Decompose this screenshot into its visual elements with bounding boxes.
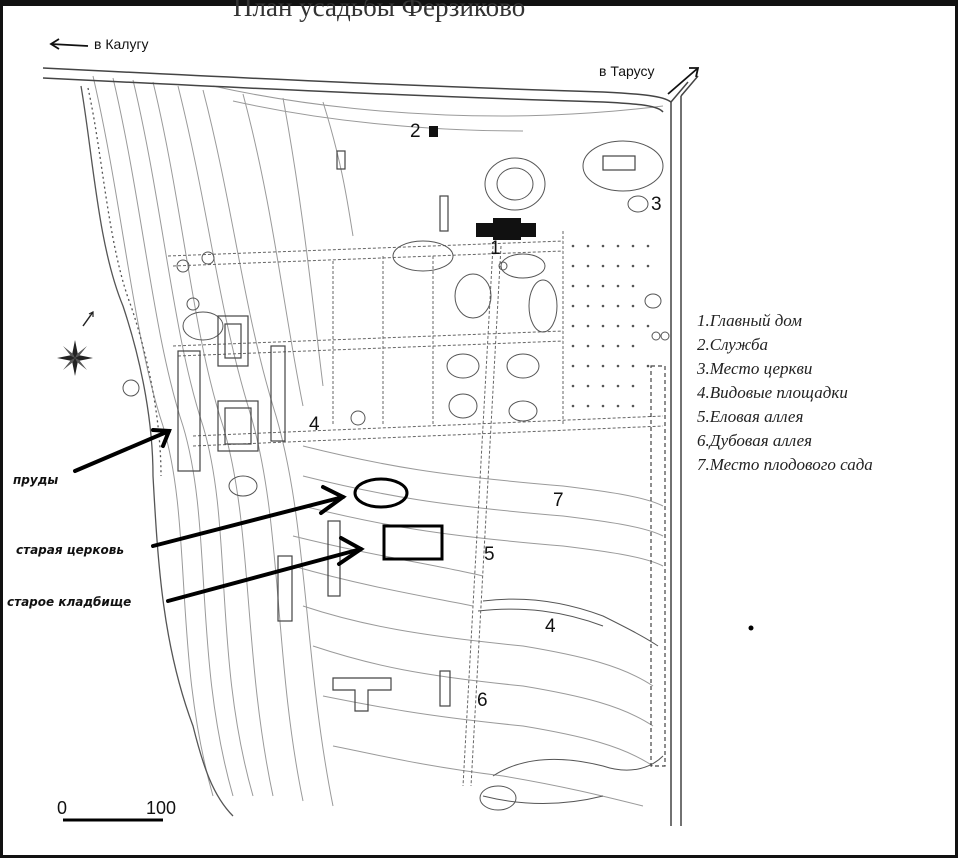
- ponds-parterres: [177, 315, 286, 472]
- annotation-arrows: [73, 428, 365, 603]
- stray-dot: [748, 625, 754, 631]
- legend: 1.Главный дом 2.Служба 3.Место церкви 4.…: [697, 309, 873, 477]
- old-church-marker: [353, 477, 409, 509]
- contour-lines: [92, 75, 664, 807]
- ponds-arrow: [73, 429, 171, 473]
- annotation-old-cemetery: старое кладбище: [7, 595, 132, 609]
- arrow-to-tarusa: [667, 67, 699, 95]
- road-label-kaluga: в Калугу: [94, 36, 149, 52]
- arrow-to-kaluga: [50, 43, 89, 47]
- roads: [42, 67, 699, 826]
- compass-rose-icon: [57, 340, 93, 376]
- tree-clusters: [122, 140, 670, 811]
- map-number-4-west: 4: [309, 414, 320, 435]
- west-slope-edge: [80, 85, 234, 817]
- old-cemetery-marker: [382, 524, 444, 561]
- road-direction-arrows: [49, 38, 700, 95]
- service-building: [429, 126, 438, 137]
- alleys: [167, 231, 664, 787]
- annotation-ponds: пруды: [13, 473, 59, 487]
- map-title: План усадьбы Ферзиково: [233, 0, 526, 22]
- legend-item-1: 1.Главный дом: [697, 311, 803, 330]
- main-house-core: [493, 218, 521, 240]
- legend-item-4: 4.Видовые площадки: [697, 383, 848, 402]
- legend-item-6: 6.Дубовая аллея: [697, 431, 813, 450]
- annotation-old-church: старая церковь: [16, 543, 124, 557]
- map-number-7: 7: [553, 490, 564, 511]
- map-number-2: 2: [410, 121, 421, 142]
- map-number-1: 1: [490, 238, 501, 259]
- map-number-5: 5: [484, 544, 495, 565]
- old-church-arrow: [151, 495, 345, 548]
- legend-item-3: 3.Место церкви: [697, 359, 813, 378]
- scale-label-start: 0: [57, 798, 68, 818]
- legend-item-2: 2.Служба: [697, 335, 769, 354]
- annotation-shapes: [353, 477, 444, 561]
- old-cemetery-arrow: [166, 547, 363, 603]
- map-number-4-south: 4: [545, 616, 556, 637]
- scale-label-end: 100: [146, 798, 177, 818]
- legend-item-7: 7.Место плодового сада: [697, 455, 873, 474]
- legend-item-5: 5.Еловая аллея: [697, 407, 804, 426]
- map-number-3: 3: [651, 194, 662, 215]
- north-arrow-icon: [82, 311, 94, 327]
- estate-plan-map: [42, 38, 754, 826]
- outlined-structures: [277, 150, 666, 767]
- road-label-tarusa: в Тарусу: [599, 63, 655, 79]
- buildings: [429, 126, 536, 240]
- orchard-dots: [571, 244, 650, 408]
- map-number-6: 6: [477, 690, 488, 711]
